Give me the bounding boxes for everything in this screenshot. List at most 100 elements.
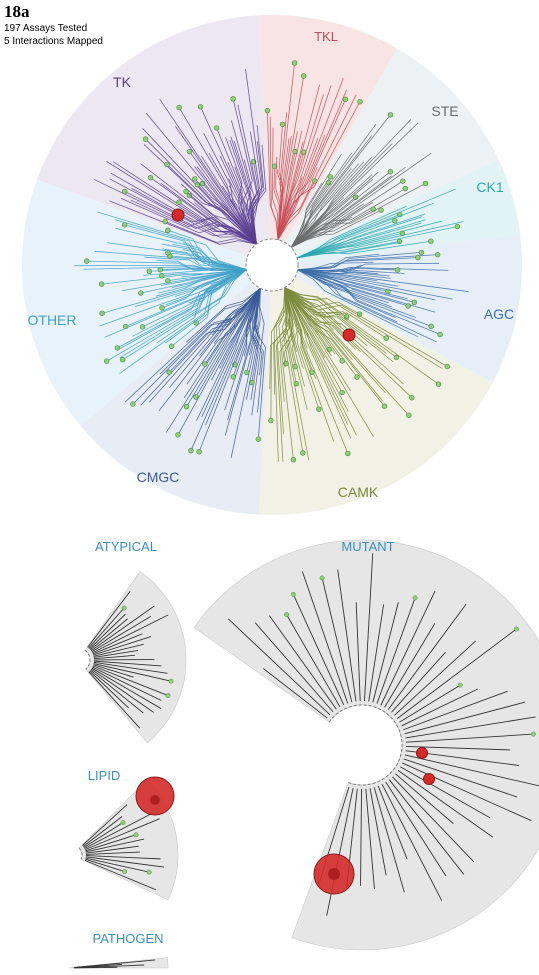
mutant-subtree-branch: [286, 614, 341, 708]
branch-cmgc: [177, 288, 261, 435]
tested-marker: [268, 417, 274, 424]
branch-ste: [290, 209, 382, 248]
lipid-subtree-branch: [82, 804, 128, 846]
mutant-subtree-branch: [377, 785, 408, 860]
mutant-subtree-branch: [365, 788, 375, 889]
branch-tk: [252, 144, 267, 245]
tested-marker: [428, 323, 434, 330]
tested-marker: [83, 258, 90, 264]
mutant-subtree-branch: [392, 776, 475, 862]
branch-other: [156, 260, 247, 270]
mutant-subtree-branch: [400, 766, 491, 819]
branch-other: [161, 243, 247, 270]
atypical-subtree-branch: [92, 633, 143, 655]
mutant-subtree: [193, 539, 539, 951]
branch-ste: [290, 168, 352, 248]
tested-marker: [271, 163, 278, 169]
branch-camk: [269, 287, 287, 390]
branch-camk: [283, 287, 295, 364]
branch-camk: [270, 287, 286, 421]
tested-marker: [381, 403, 388, 409]
tested-marker: [437, 331, 443, 338]
branch-other: [101, 269, 247, 314]
tested-marker: [168, 678, 174, 684]
branch-tk: [234, 166, 257, 245]
branch-camk: [284, 287, 387, 354]
tested-marker: [122, 188, 128, 195]
tested-marker: [186, 148, 193, 155]
assays-tested-count: 197 Assays Tested: [4, 23, 88, 34]
group-label-other: OTHER: [28, 312, 77, 328]
tested-marker: [405, 303, 411, 309]
tested-marker: [409, 394, 415, 401]
tested-marker: [319, 575, 325, 581]
tested-marker: [435, 381, 442, 387]
mutant-subtree-core: [328, 704, 403, 786]
mutant-subtree-branch: [405, 733, 534, 743]
atypical-subtree-wedge: [84, 571, 187, 744]
branch-cmgc: [185, 287, 261, 343]
branch-other: [167, 229, 247, 270]
tested-marker: [122, 323, 129, 330]
atypical-subtree-branch: [90, 618, 128, 651]
tested-marker: [147, 174, 154, 181]
tested-marker: [354, 374, 360, 380]
group-label-agc: AGC: [484, 306, 514, 322]
branch-tk: [178, 201, 257, 245]
branch-other: [165, 269, 247, 344]
tested-marker: [357, 98, 363, 105]
tested-marker: [196, 449, 202, 455]
mutant-subtree-branch: [399, 684, 461, 723]
atypical-subtree-branch: [87, 590, 131, 648]
branch-camk: [284, 287, 335, 331]
atypical-subtree-branch: [89, 670, 129, 709]
mutant-subtree-branch: [405, 746, 511, 751]
branch-ste: [290, 152, 432, 248]
mutant-subtree-branch: [373, 787, 405, 893]
tested-marker: [130, 401, 136, 407]
branch-tkl: [275, 156, 281, 240]
mutant-subtree-branch: [369, 788, 387, 876]
mutant-subtree-branch: [391, 651, 446, 713]
figure-title: 18a: [4, 2, 30, 21]
branch-ste: [290, 152, 353, 248]
atypical-subtree-branch: [88, 607, 125, 649]
branch-cmgc: [159, 287, 261, 375]
tested-marker: [394, 267, 401, 273]
tested-marker: [98, 281, 105, 287]
tested-marker: [402, 185, 408, 192]
branch-other: [140, 269, 247, 294]
branch-agc: [297, 269, 396, 319]
tested-marker: [146, 268, 153, 274]
tested-marker: [175, 432, 181, 438]
tested-marker: [176, 104, 182, 111]
lipid-subtree-branch: [83, 822, 124, 848]
tested-marker: [387, 169, 394, 175]
mutant-subtree-branch: [381, 783, 443, 901]
branch-tk: [225, 137, 257, 245]
interaction-marker-core: [150, 795, 160, 805]
branch-cmgc: [196, 288, 261, 421]
mutant-subtree-branch: [384, 623, 436, 708]
branch-cmgc: [168, 288, 261, 373]
branch-ste: [290, 197, 345, 248]
tested-marker: [393, 354, 400, 361]
atypical-subtree-branch: [93, 643, 144, 657]
branch-tkl: [277, 85, 332, 240]
mutant-subtree-branch: [405, 716, 536, 739]
tested-marker: [194, 181, 201, 188]
branch-tkl: [277, 136, 292, 240]
tested-marker: [244, 369, 250, 376]
tested-marker: [457, 682, 463, 688]
branch-tkl: [277, 94, 357, 240]
branch-other: [193, 269, 247, 317]
tested-marker: [290, 591, 296, 597]
branch-tkl: [277, 94, 324, 240]
branch-agc: [297, 269, 419, 338]
mutant-subtree-branch: [263, 668, 328, 719]
mutant-subtree-branch: [254, 622, 334, 713]
lipid-subtree-core: [78, 847, 83, 860]
branch-camk: [284, 287, 342, 326]
branch-ste: [290, 171, 379, 248]
